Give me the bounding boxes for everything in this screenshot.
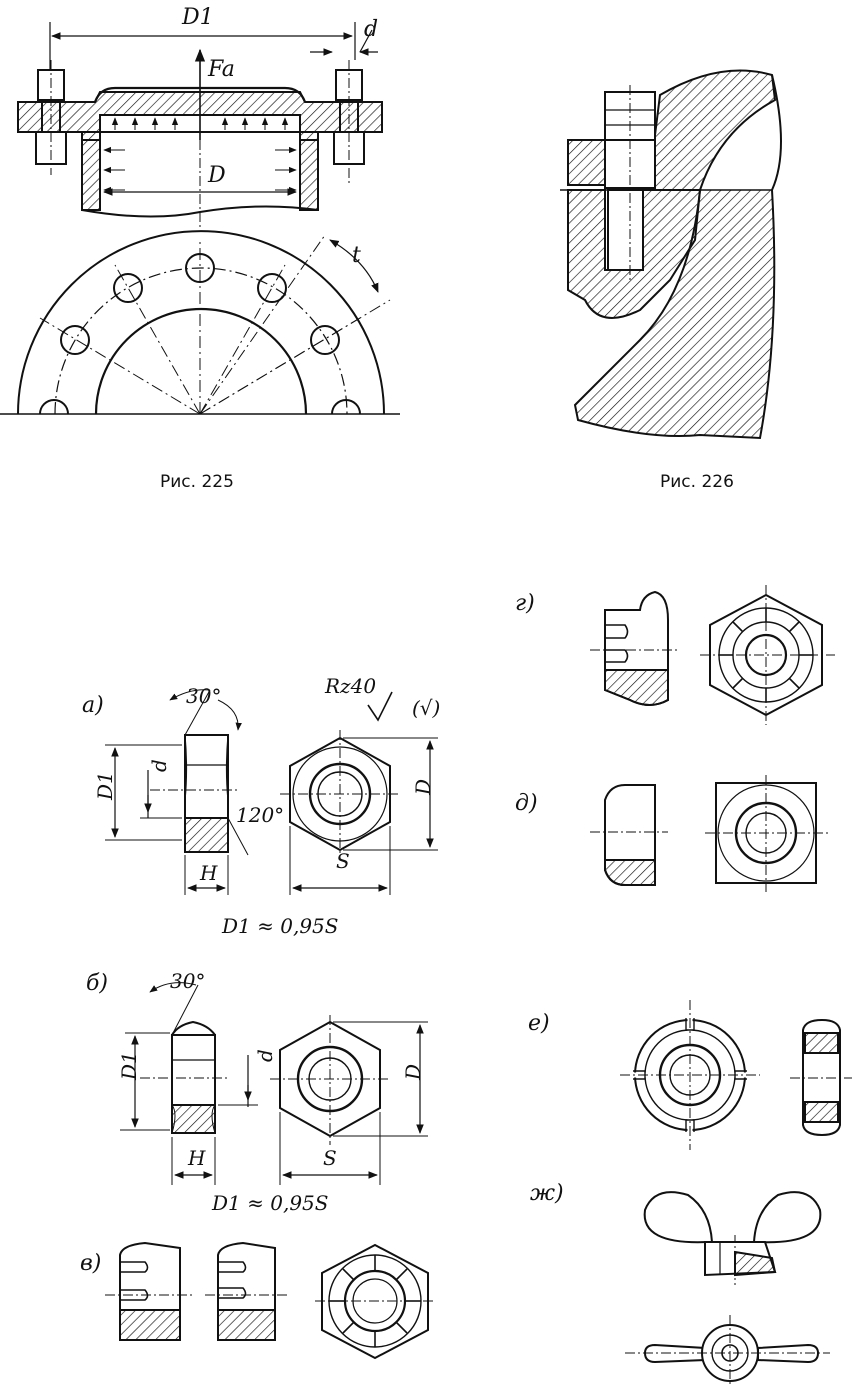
caption-fig225: Рис. 225 — [160, 472, 234, 492]
label-D1-fig225: D1 — [181, 5, 214, 30]
label-roughness-paren: (√) — [412, 696, 440, 720]
label-variant-b: б) — [86, 971, 108, 996]
label-t: t — [352, 243, 361, 268]
label-d-a: d — [147, 759, 171, 772]
label-variant-e: е) — [528, 1011, 550, 1036]
label-Fa: Fa — [207, 57, 235, 82]
caption-fig226: Рис. 226 — [660, 472, 734, 492]
label-d-b: d — [253, 1049, 277, 1062]
formula-b: D1 ≈ 0,95S — [211, 1191, 328, 1215]
nut-variant-e — [620, 1000, 852, 1150]
label-D-fig225: D — [207, 163, 226, 188]
nut-variant-a — [105, 689, 438, 895]
label-H-b: H — [187, 1146, 206, 1170]
fig225-flange-joint — [0, 22, 400, 415]
label-roughness: Rz40 — [324, 674, 376, 698]
label-variant-d: д) — [515, 791, 538, 816]
label-S-b: S — [323, 1146, 337, 1170]
label-d-fig225: d — [364, 17, 378, 42]
nut-variant-v — [105, 1241, 435, 1360]
nut-variant-g — [590, 585, 835, 725]
label-angle-30-a: 30° — [186, 684, 221, 708]
label-angle-120: 120° — [236, 803, 284, 827]
label-D-a: D — [411, 779, 435, 796]
label-variant-zh: ж) — [530, 1181, 564, 1206]
pressure-arrows-cover — [111, 117, 289, 130]
nut-variant-b — [120, 982, 428, 1185]
fig226-hook-bolt — [560, 69, 782, 440]
bolt-right — [333, 60, 365, 185]
label-D1-a: D1 — [93, 771, 117, 801]
label-variant-g: г) — [515, 591, 535, 616]
label-D-b: D — [401, 1064, 425, 1081]
label-D1-b: D1 — [117, 1051, 141, 1081]
text-labels: D1 d Fa D t Рис. 225 Рис. 226 a) 30° 120… — [80, 5, 734, 1276]
label-S-a: S — [336, 849, 350, 873]
nut-variant-d — [590, 775, 828, 892]
formula-a: D1 ≈ 0,95S — [221, 914, 338, 938]
label-H-a: H — [199, 861, 218, 885]
fig225-flange-plan-view — [0, 230, 400, 415]
label-variant-v: в) — [80, 1251, 101, 1276]
label-angle-30-b: 30° — [170, 969, 205, 993]
label-variant-a: a) — [82, 693, 104, 718]
bolt-left — [35, 60, 67, 175]
nut-variant-zh — [625, 1191, 830, 1385]
